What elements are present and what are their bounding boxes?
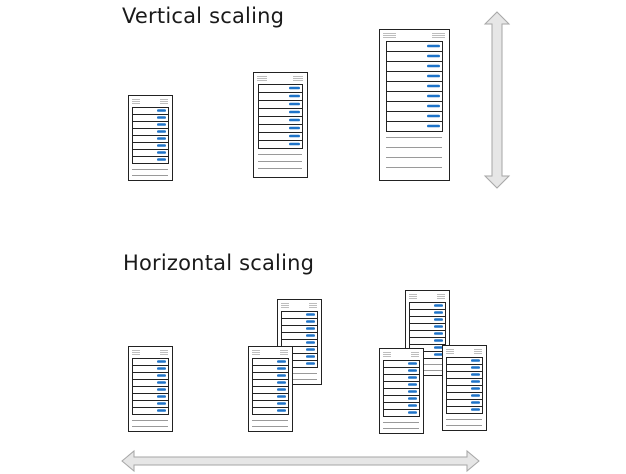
server-led-indicator — [289, 126, 300, 130]
server-led-indicator — [306, 334, 315, 337]
server-led-indicator — [434, 318, 443, 321]
server-rack-icon — [128, 346, 173, 432]
server-led-indicator — [277, 360, 286, 363]
server-rack-icon — [128, 95, 173, 181]
server-led-indicator — [434, 353, 443, 356]
server-led-indicator — [471, 373, 480, 376]
server-rack-icon — [379, 29, 450, 181]
double-arrow-horizontal-icon — [121, 449, 480, 473]
server-rack-icon — [248, 346, 293, 432]
server-led-indicator — [157, 130, 166, 133]
server-led-indicator — [157, 116, 166, 119]
server-led-indicator — [408, 369, 417, 372]
server-led-indicator — [427, 104, 440, 108]
server-led-indicator — [157, 388, 166, 391]
server-led-indicator — [277, 388, 286, 391]
server-led-indicator — [306, 362, 315, 365]
server-led-indicator — [471, 380, 480, 383]
server-led-indicator — [289, 118, 300, 122]
vertical-scaling-title: Vertical scaling — [122, 4, 285, 28]
server-led-indicator — [157, 151, 166, 154]
horizontal-scaling-title: Horizontal scaling — [123, 251, 315, 275]
server-led-indicator — [157, 109, 166, 112]
server-led-indicator — [306, 327, 315, 330]
server-led-indicator — [157, 123, 166, 126]
server-led-indicator — [306, 320, 315, 323]
server-led-indicator — [289, 102, 300, 106]
server-led-indicator — [157, 367, 166, 370]
server-led-indicator — [471, 394, 480, 397]
server-led-indicator — [157, 158, 166, 161]
server-rack-icon — [442, 345, 487, 431]
server-led-indicator — [408, 411, 417, 414]
server-led-indicator — [306, 313, 315, 316]
server-led-indicator — [157, 144, 166, 147]
server-led-indicator — [471, 408, 480, 411]
server-led-indicator — [434, 332, 443, 335]
server-led-indicator — [289, 134, 300, 138]
server-led-indicator — [157, 402, 166, 405]
server-led-indicator — [289, 142, 300, 146]
server-led-indicator — [289, 94, 300, 98]
server-led-indicator — [277, 367, 286, 370]
server-led-indicator — [434, 311, 443, 314]
servers-group — [128, 29, 487, 434]
server-led-indicator — [289, 110, 300, 114]
server-led-indicator — [277, 395, 286, 398]
server-led-indicator — [471, 401, 480, 404]
server-led-indicator — [277, 381, 286, 384]
server-led-indicator — [306, 348, 315, 351]
server-led-indicator — [427, 124, 440, 128]
server-rack-icon — [253, 72, 308, 178]
server-led-indicator — [408, 404, 417, 407]
server-led-indicator — [157, 374, 166, 377]
server-led-indicator — [427, 64, 440, 68]
server-led-indicator — [427, 94, 440, 98]
server-led-indicator — [427, 44, 440, 48]
server-led-indicator — [434, 304, 443, 307]
server-led-indicator — [277, 402, 286, 405]
server-led-indicator — [408, 397, 417, 400]
server-led-indicator — [277, 374, 286, 377]
server-led-indicator — [157, 137, 166, 140]
server-led-indicator — [277, 409, 286, 412]
server-rack-icon — [379, 348, 424, 434]
server-led-indicator — [408, 376, 417, 379]
server-led-indicator — [434, 325, 443, 328]
server-led-indicator — [434, 339, 443, 342]
server-led-indicator — [157, 409, 166, 412]
server-led-indicator — [434, 346, 443, 349]
server-led-indicator — [427, 54, 440, 58]
server-led-indicator — [289, 86, 300, 90]
server-led-indicator — [408, 383, 417, 386]
server-led-indicator — [408, 362, 417, 365]
server-led-indicator — [157, 381, 166, 384]
server-led-indicator — [427, 114, 440, 118]
server-led-indicator — [408, 390, 417, 393]
server-led-indicator — [306, 355, 315, 358]
server-led-indicator — [427, 74, 440, 78]
server-led-indicator — [471, 366, 480, 369]
server-led-indicator — [471, 387, 480, 390]
server-led-indicator — [157, 360, 166, 363]
server-led-indicator — [157, 395, 166, 398]
server-led-indicator — [306, 341, 315, 344]
double-arrow-vertical-icon — [483, 11, 511, 189]
server-led-indicator — [427, 84, 440, 88]
server-led-indicator — [471, 359, 480, 362]
